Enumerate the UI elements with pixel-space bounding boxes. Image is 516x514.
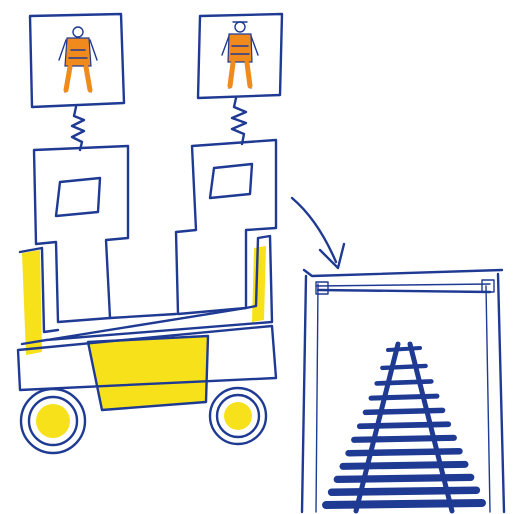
track-sleeper <box>371 396 437 398</box>
track-sleeper <box>332 490 477 492</box>
left-wheel <box>21 389 85 453</box>
arrow-icon <box>292 198 344 268</box>
track-sleeper <box>382 366 425 368</box>
left-tower-window <box>56 178 100 216</box>
track-sleeper <box>365 410 442 412</box>
right-tower-window <box>210 164 252 198</box>
left-spring-link-icon <box>72 107 84 150</box>
track-sleeper <box>337 477 470 479</box>
track-sleeper <box>354 438 454 440</box>
track-sleeper <box>388 348 420 350</box>
railway-track-icon <box>326 344 482 511</box>
cargo-box <box>88 336 208 410</box>
track-sleeper <box>377 381 432 383</box>
worker-figure-icon <box>222 22 258 88</box>
right-worker-monitor <box>198 14 282 98</box>
left-worker-monitor <box>30 14 124 107</box>
right-wheel <box>210 388 266 444</box>
track-sleeper <box>360 424 448 426</box>
right-yellow-panel <box>252 246 266 322</box>
track-sleeper <box>343 464 465 466</box>
left-yellow-panel <box>22 250 42 355</box>
left-tower <box>34 146 128 322</box>
track-sleeper <box>349 451 460 453</box>
track-sleeper <box>326 503 482 505</box>
right-spring-link-icon <box>232 98 246 144</box>
vehicle-body <box>18 140 276 410</box>
worker-figure-icon <box>59 27 97 92</box>
